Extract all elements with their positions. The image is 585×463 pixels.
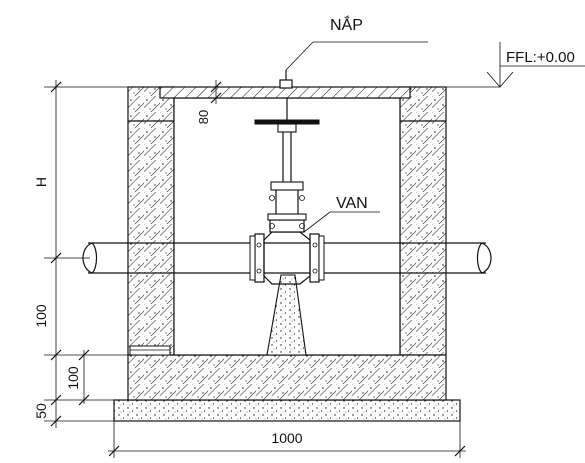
- dim-cover-thickness: 80: [196, 110, 211, 124]
- cover-thickness-dimension: [210, 80, 222, 104]
- left-wall: [127, 86, 175, 356]
- cover-handle: [279, 79, 293, 89]
- cover-slab: [159, 86, 411, 99]
- dim-width: 1000: [271, 430, 302, 446]
- dim-base-slab: 100: [65, 366, 81, 390]
- footing-slab: [113, 399, 461, 422]
- base-slab-dimension: [78, 349, 90, 406]
- right-wall: [399, 86, 447, 356]
- left-dimension-chain: [44, 80, 128, 428]
- width-dimension: [108, 421, 466, 458]
- dim-height: H: [33, 177, 49, 187]
- pipe: [82, 242, 492, 274]
- valve-label: VAN: [336, 195, 368, 212]
- valve-support: [266, 274, 307, 356]
- base-slab: [127, 354, 447, 401]
- left-step: [129, 345, 171, 356]
- dim-footing: 50: [33, 403, 49, 419]
- gate-valve: [249, 98, 325, 285]
- floor-level-label: FFL:+0.00: [506, 49, 575, 66]
- dim-pipe-clearance: 100: [33, 304, 49, 328]
- cover-label: NẮP: [330, 15, 363, 34]
